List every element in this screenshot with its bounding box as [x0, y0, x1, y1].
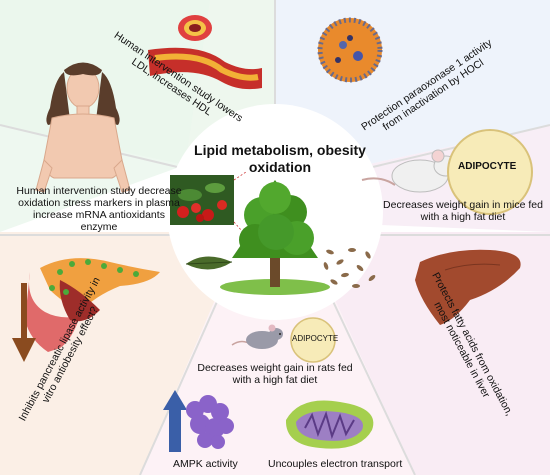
- uncouples-electron-transport-label: Uncouples electron transport: [268, 458, 403, 470]
- left-upper-label: Human intervention study decrease oxidat…: [14, 185, 184, 233]
- bottom-center-label-line2: with a high fat diet: [232, 374, 318, 386]
- segment-right-lower-bg: [335, 232, 550, 475]
- liver-icon: [415, 249, 521, 325]
- adipocyte-label-bottom: ADIPOCYTE: [292, 334, 339, 343]
- seeds-icon: [323, 248, 376, 288]
- arrow-down-icon: [12, 283, 36, 362]
- leaf-icon: [185, 256, 233, 270]
- left-upper-label-line1: Human intervention study decrease: [16, 185, 182, 197]
- left-upper-label-line3: increase mRNA antioxidants enzyme: [33, 209, 165, 233]
- receptor-icon: [186, 395, 234, 449]
- human-body-icon: [35, 62, 131, 193]
- arrow-up-icon: [163, 390, 187, 452]
- right-upper-label-line1: Decreases weight gain in mice fed: [383, 199, 543, 211]
- bottom-center-label-line1: Decreases weight gain in rats fed: [197, 362, 353, 374]
- center-title: Lipid metabolism, obesity oxidation: [180, 142, 380, 176]
- pancreas-icon: [25, 258, 160, 352]
- adipocyte-icon: [447, 129, 533, 215]
- center-title-line2: oxidation: [248, 159, 312, 175]
- ampk-activity-label: AMPK activity: [173, 458, 238, 470]
- cell-icon: [317, 17, 383, 83]
- mitochondria-icon: [285, 400, 374, 449]
- artery-icon: [148, 15, 262, 90]
- tree-icon: [220, 180, 330, 295]
- adipocyte-icon: [290, 317, 336, 363]
- fruit-photo-icon: [170, 175, 234, 225]
- bottom-center-label: Decreases weight gain in rats fed with a…: [190, 362, 360, 386]
- left-upper-label-line2: oxidation stress markers in plasma: [18, 197, 180, 209]
- adipocyte-label-right: ADIPOCYTE: [458, 161, 517, 172]
- center-title-line1: Lipid metabolism, obesity: [194, 142, 366, 158]
- right-upper-label-line2: with a high fat diet: [420, 211, 506, 223]
- mouse-icon: [231, 324, 283, 349]
- right-upper-label: Decreases weight gain in mice fed with a…: [378, 199, 548, 223]
